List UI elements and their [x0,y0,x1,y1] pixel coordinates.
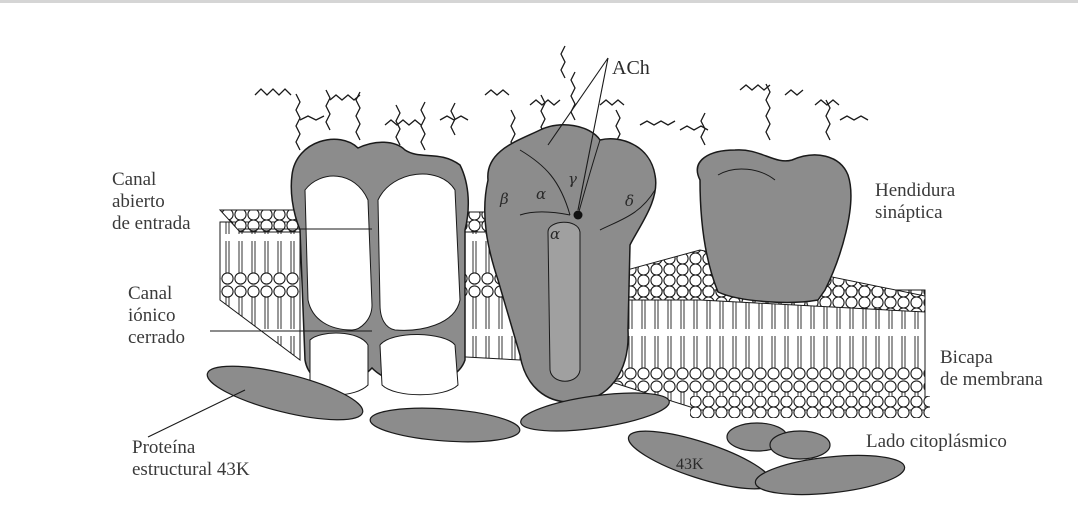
label-ach: ACh [612,57,650,79]
label-canal-ionico-line2: iónico [128,305,185,327]
label-hendidura-line2: sináptica [875,202,955,224]
label-bicapa-line2: de membrana [940,369,1043,391]
label-43k: 43K [676,456,704,473]
protein-ellipse-2 [369,404,521,446]
subunit-alpha-bottom: α [550,225,560,243]
label-hendidura-line1: Hendidura [875,180,955,202]
subunit-delta: δ [625,192,634,210]
label-bicapa-line1: Bicapa [940,347,1043,369]
label-lado-citoplasmico: Lado citoplásmico [866,431,1007,453]
label-canal-abierto-line3: de entrada [112,213,191,235]
label-bicapa: Bicapa de membrana [940,347,1043,391]
label-hendidura: Hendidura sináptica [875,180,955,224]
label-canal-ionico-line1: Canal [128,283,185,305]
label-proteina-line2: estructural 43K [132,459,250,481]
leader-proteina [148,390,245,437]
subunit-beta: β [500,190,509,208]
label-canal-ionico-line3: cerrado [128,327,185,349]
label-proteina-line1: Proteína [132,437,250,459]
receptor-right [697,150,851,303]
subunit-gamma: γ [568,170,577,188]
label-canal-abierto-line1: Canal [112,169,191,191]
label-canal-ionico: Canal iónico cerrado [128,283,185,349]
subunit-alpha-top: α [536,185,546,203]
protein-ellipse-7 [770,431,830,459]
frame-top [0,0,1078,3]
ach-binding-site [574,211,583,220]
protein-ellipse-6 [754,449,907,500]
receptor-channel-left [291,139,468,395]
label-proteina: Proteína estructural 43K [132,437,250,481]
label-canal-abierto-line2: abierto [112,191,191,213]
label-canal-abierto: Canal abierto de entrada [112,169,191,235]
